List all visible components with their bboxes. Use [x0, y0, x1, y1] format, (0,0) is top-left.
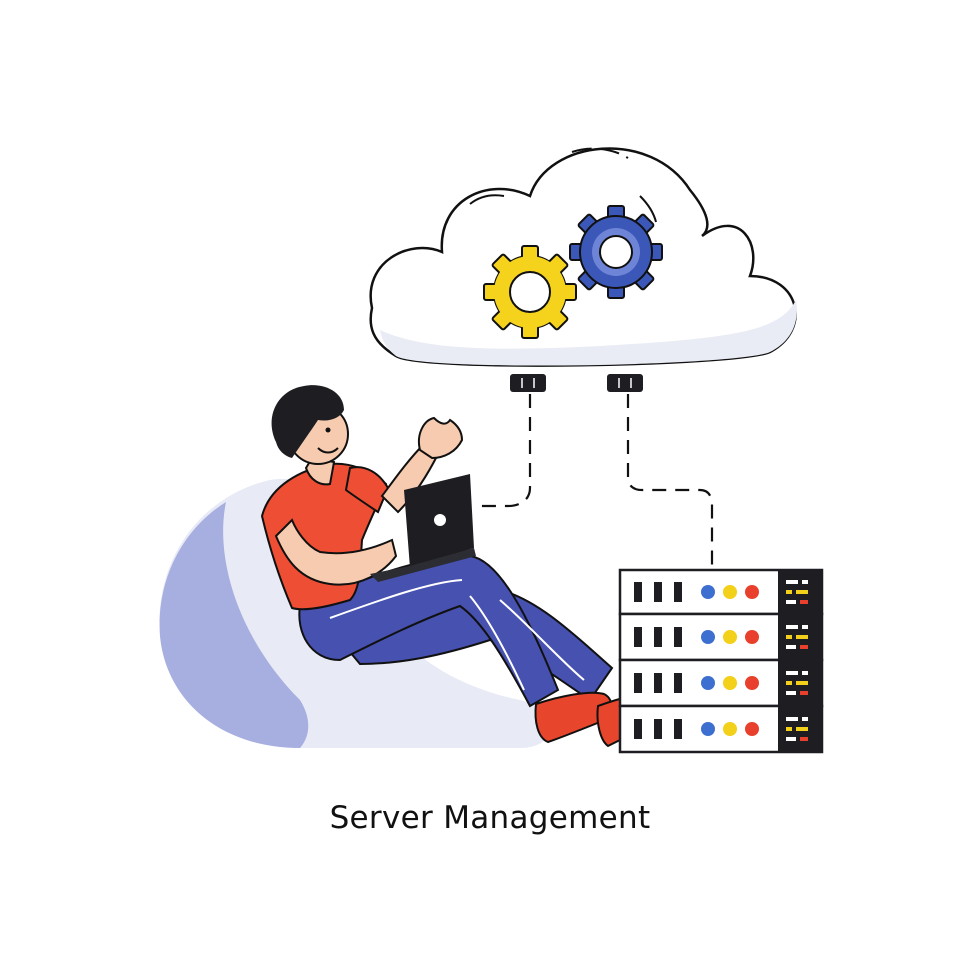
illustration-caption: Server Management — [329, 800, 651, 836]
gear-icon — [569, 205, 663, 299]
connection-lines — [474, 394, 714, 572]
laptop-icon — [370, 474, 476, 582]
server-unit — [618, 704, 824, 754]
cloud-icon — [369, 147, 797, 392]
server-unit — [618, 568, 824, 616]
server-rack-icon — [618, 568, 824, 754]
gear-icon — [483, 245, 577, 339]
server-unit — [618, 612, 824, 662]
person — [260, 385, 671, 748]
server-unit — [618, 658, 824, 708]
